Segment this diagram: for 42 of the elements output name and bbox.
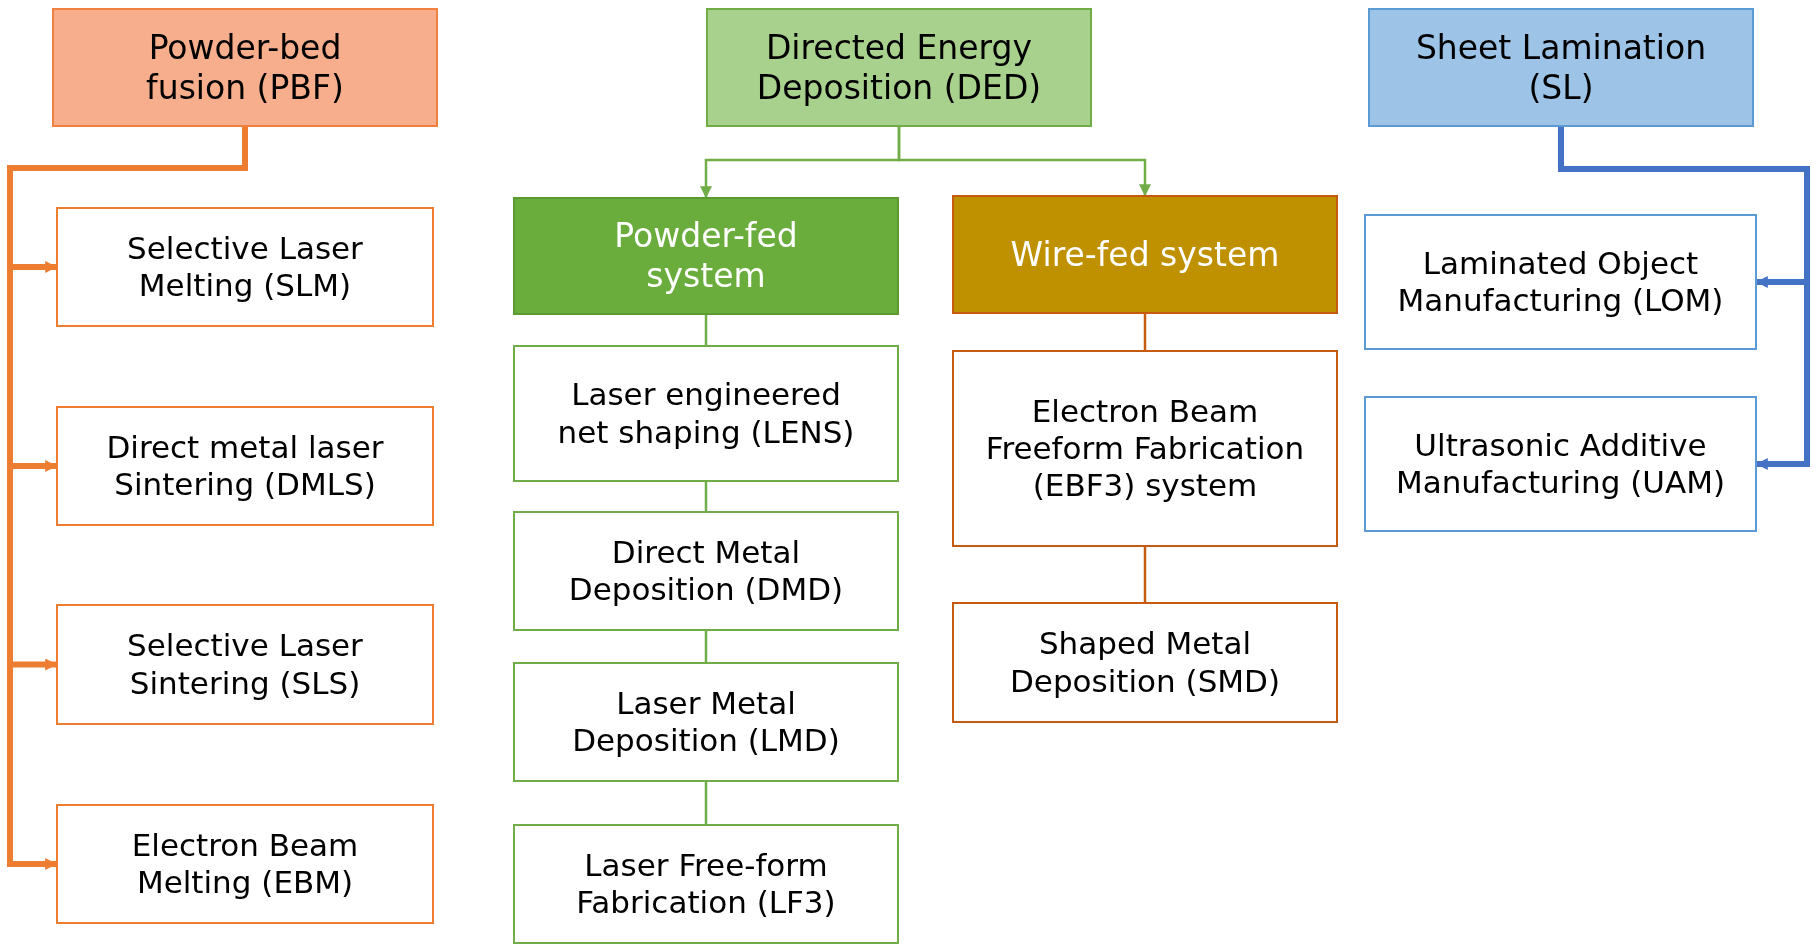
node-label: Selective Laser Melting (SLM) [126, 229, 364, 305]
node-label: Powder-fed system [613, 216, 799, 296]
connector-line [704, 315, 708, 345]
process-box [513, 824, 899, 944]
category-box [706, 8, 1092, 127]
process-box [952, 350, 1338, 547]
node-label: Sheet Lamination (SL) [1414, 27, 1708, 108]
node-label: Electron Beam Melting (EBM) [130, 826, 360, 902]
process-box [1364, 214, 1757, 350]
process-box [56, 207, 434, 327]
process-box [1364, 396, 1757, 532]
node-label: Ultrasonic Additive Manufacturing (UAM) [1394, 426, 1727, 502]
node-label: Laser Free-form Fabrication (LF3) [575, 846, 837, 922]
category-box [513, 197, 899, 315]
process-box [56, 804, 434, 924]
process-box [56, 604, 434, 725]
node-label: Laser Metal Deposition (LMD) [571, 684, 841, 760]
node-label: Shaped Metal Deposition (SMD) [1008, 625, 1282, 700]
connector-arrow [1558, 127, 1810, 470]
node-label: Selective Laser Sintering (SLS) [126, 627, 364, 702]
node-label: Directed Energy Deposition (DED) [755, 27, 1043, 108]
process-box [952, 602, 1338, 723]
connector-arrow [897, 127, 1151, 197]
category-box [1368, 8, 1754, 127]
connector-line [1143, 314, 1147, 350]
process-box [56, 406, 434, 526]
node-label: Direct metal laser Sintering (DMLS) [105, 428, 385, 504]
node-label: Wire-fed system [1010, 234, 1280, 275]
category-box [52, 8, 438, 127]
connector-line [704, 482, 708, 511]
node-label: Electron Beam Freeform Fabrication (EBF3) system [984, 392, 1306, 505]
node-label: Laser engineered net shaping (LENS) [556, 376, 856, 451]
process-box [513, 511, 899, 631]
connector-line [704, 782, 708, 824]
connector-line [704, 631, 708, 662]
category-box [952, 195, 1338, 314]
process-box [513, 345, 899, 482]
connector-line [1143, 547, 1147, 602]
process-box [513, 662, 899, 782]
node-label: Direct Metal Deposition (DMD) [567, 533, 845, 609]
node-label: Powder-bed fusion (PBF) [145, 27, 345, 108]
node-label: Laminated Object Manufacturing (LOM) [1396, 244, 1725, 320]
